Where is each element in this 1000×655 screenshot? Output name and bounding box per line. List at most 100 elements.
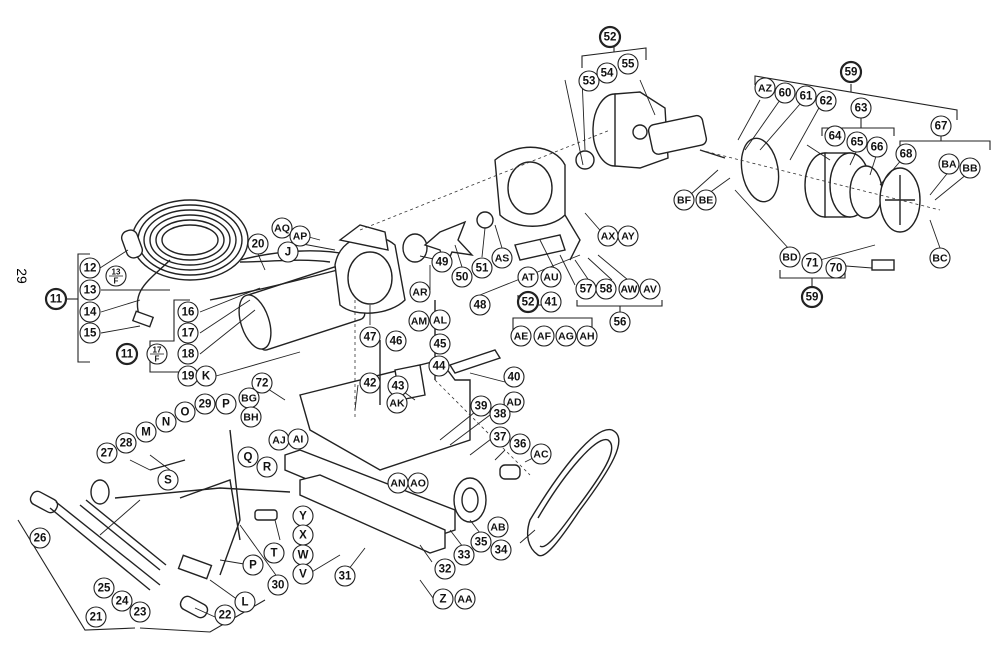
callout-text: J [285,247,291,259]
callout-text: Y [299,511,307,523]
callout-t: T [263,542,285,564]
callout-60: 60 [774,82,796,104]
callout-52: 52 [598,25,622,49]
callout-circle [359,372,381,394]
callout-64: 64 [824,125,846,147]
callout-circle [29,527,51,549]
callout-ad: AD [503,391,525,413]
callout-text: 61 [800,91,813,103]
callout-58: 58 [595,278,617,300]
callout-40: 40 [503,366,525,388]
callout-text: AQ [274,223,290,235]
callout-o: O [174,401,196,423]
callout-circle [929,247,951,269]
callout-59: 59 [800,285,824,309]
callout-14: 14 [79,301,101,323]
callout-ao: AO [407,472,429,494]
callout-y: Y [292,505,314,527]
callout-11: 11 [44,287,68,311]
callout-j: J [277,241,299,263]
callout-aa: AA [454,588,476,610]
callout-circle [839,60,863,84]
blower-housing [494,146,581,261]
callout-37: 37 [489,426,511,448]
callout-72: 72 [251,372,273,394]
callout-z: Z [432,588,454,610]
callout-text: AC [533,449,549,461]
callout-circle [79,322,101,344]
callout-text: K [202,371,211,383]
callout-circle [866,136,888,158]
callout-17: 17 [177,322,199,344]
callout-13-f: 13F [105,265,127,287]
callout-circle [469,294,491,316]
callout-circle [938,153,960,175]
callout-text: 24 [116,596,129,608]
callout-text: 45 [434,339,447,351]
callout-circle [242,554,264,576]
callout-text: 20 [252,239,265,251]
callout-circle [429,309,451,331]
callout-circle [277,241,299,263]
callout-circle [453,544,475,566]
callout-text-bottom: F [114,277,119,286]
callout-text: AF [537,331,552,343]
callout-circle [96,442,118,464]
callout-text: 53 [583,76,596,88]
callout-text: S [164,475,172,487]
callout-text: 37 [494,432,507,444]
callout-text: 70 [830,263,843,275]
callout-circle [79,257,101,279]
callout-ac: AC [530,443,552,465]
callout-51: 51 [471,257,493,279]
callout-circle [214,604,236,626]
callout-text: W [298,550,309,562]
callout-circle [334,565,356,587]
callout-32: 32 [434,558,456,580]
callout-text: V [299,569,307,581]
callout-text: AX [601,231,616,243]
callout-59: 59 [839,60,863,84]
pulley [453,464,521,523]
callout-as: AS [491,247,513,269]
callout-70: 70 [825,257,847,279]
callout-text: 68 [900,149,913,161]
callout-11: 11 [115,342,139,366]
callout-text: BC [932,253,948,265]
callout-bg: BG [238,387,260,409]
callout-circle [846,131,868,153]
callout-text: 49 [436,257,449,269]
callout-text: BA [941,159,957,171]
callout-46: 46 [385,330,407,352]
callout-34: 34 [490,539,512,561]
callout-text: BG [241,393,257,405]
callout-circle [609,311,631,333]
callout-41: 41 [540,291,562,313]
callout-circle [359,326,381,348]
callout-text: 23 [134,607,147,619]
callout-circle [263,542,285,564]
callout-text: 16 [182,307,195,319]
callout-circle [930,115,952,137]
callout-text: 36 [514,439,527,451]
callout-49: 49 [431,251,453,273]
callout-53: 53 [578,70,600,92]
callout-m: M [135,421,157,443]
callout-circle [237,446,259,468]
leader-lines [99,77,968,618]
callout-43: 43 [387,375,409,397]
callout-circle [555,325,577,347]
callout-18: 18 [177,343,199,365]
callout-text: BB [962,163,978,175]
callout-circle [386,392,408,414]
callout-text: 11 [50,294,63,306]
callout-circle [825,257,847,279]
callout-ar: AR [409,281,431,303]
callout-24: 24 [111,590,133,612]
callout-65: 65 [846,131,868,153]
callout-61: 61 [795,85,817,107]
callout-circle [155,411,177,433]
callout-50: 50 [451,266,473,288]
callout-text: P [222,399,230,411]
